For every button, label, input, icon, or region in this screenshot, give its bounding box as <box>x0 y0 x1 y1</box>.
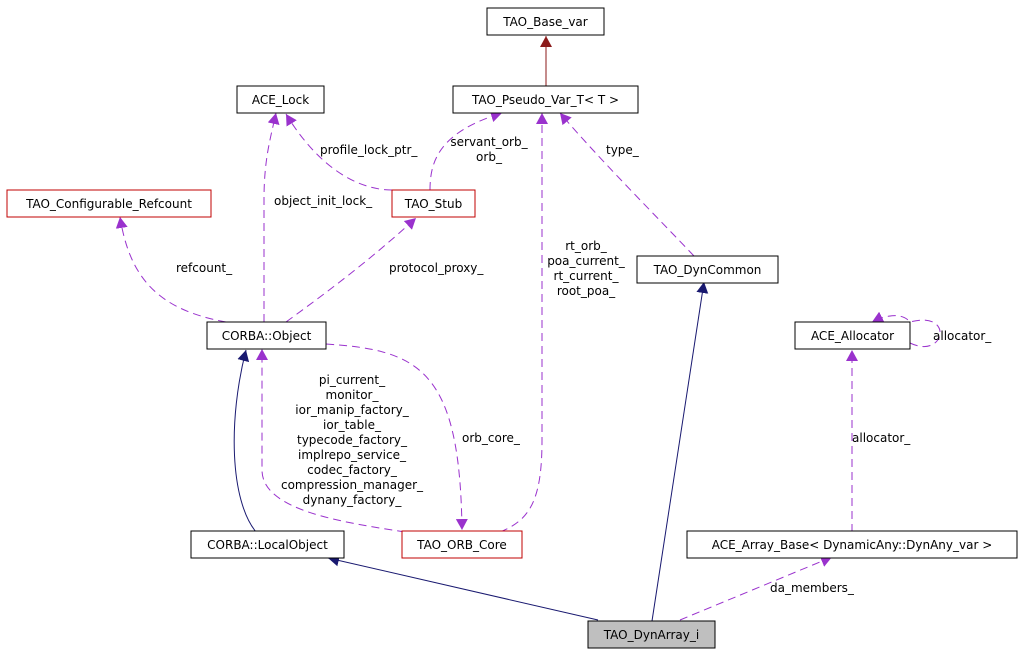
label-orb-core: orb_core_ <box>462 431 521 445</box>
node-label: ACE_Lock <box>252 93 309 107</box>
label-dynany-factory: dynany_factory_ <box>303 493 403 507</box>
node-label: ACE_Array_Base< DynamicAny::DynAny_var > <box>712 538 993 552</box>
label-servant-orb: servant_orb_ <box>450 135 528 149</box>
node-tao-pseudo-var-t[interactable]: TAO_Pseudo_Var_T< T > <box>452 85 639 114</box>
edges <box>115 36 941 622</box>
node-label: CORBA::LocalObject <box>207 538 328 552</box>
node-corba-localobject[interactable]: CORBA::LocalObject <box>190 530 345 559</box>
node-tao-base-var[interactable]: TAO_Base_var <box>486 7 605 36</box>
edge-orb-core-to-object <box>256 349 406 533</box>
edge-dyncommon-to-pseudo-var <box>559 112 695 257</box>
edge-object-to-stub <box>285 217 417 323</box>
label-rt-orb: rt_orb_ <box>565 239 608 253</box>
label-refcount: refcount_ <box>176 261 233 275</box>
edge-localobject-to-object <box>233 349 257 533</box>
node-tao-dynarray-i[interactable]: TAO_DynArray_i <box>587 620 716 649</box>
node-ace-lock[interactable]: ACE_Lock <box>236 85 325 114</box>
node-tao-configurable-refcount[interactable]: TAO_Configurable_Refcount <box>6 189 212 218</box>
label-codec-factory: codec_factory_ <box>307 463 398 477</box>
edge-orb-core-to-pseudo-var <box>499 113 548 533</box>
label-object-init-lock: object_init_lock_ <box>274 194 373 208</box>
node-label: CORBA::Object <box>222 329 312 343</box>
label-rt-current: rt_current_ <box>554 269 620 283</box>
node-label: TAO_DynArray_i <box>603 628 699 642</box>
label-compression-manager: compression_manager_ <box>281 478 424 492</box>
label-protocol-proxy: protocol_proxy_ <box>389 261 484 275</box>
label-implrepo-service: implrepo_service_ <box>298 448 407 462</box>
node-label: TAO_ORB_Core <box>416 538 507 552</box>
node-label: TAO_Base_var <box>502 15 588 29</box>
node-tao-dyncommon[interactable]: TAO_DynCommon <box>636 255 779 284</box>
node-ace-allocator[interactable]: ACE_Allocator <box>794 321 911 350</box>
label-typecode-factory: typecode_factory_ <box>297 433 408 447</box>
edge-stub-to-ace-lock <box>285 113 393 191</box>
edge-dynarray-to-dyncommon <box>651 281 709 622</box>
node-tao-stub[interactable]: TAO_Stub <box>391 189 476 218</box>
edge-labels: profile_lock_ptr_ servant_orb_ orb_ type… <box>176 135 992 595</box>
label-root-poa: root_poa_ <box>557 284 616 298</box>
node-corba-object[interactable]: CORBA::Object <box>206 321 327 350</box>
node-ace-array-base[interactable]: ACE_Array_Base< DynamicAny::DynAny_var > <box>686 530 1018 559</box>
label-allocator: allocator_ <box>852 431 911 445</box>
label-ior-table: ior_table_ <box>323 418 382 432</box>
node-label: TAO_Stub <box>404 197 462 211</box>
node-label: TAO_DynCommon <box>653 263 762 277</box>
label-ior-manip-factory: ior_manip_factory_ <box>295 403 409 417</box>
label-profile-lock-ptr: profile_lock_ptr_ <box>320 143 418 157</box>
node-tao-orb-core[interactable]: TAO_ORB_Core <box>401 530 523 559</box>
label-pi-current: pi_current_ <box>319 373 386 387</box>
node-label: TAO_Configurable_Refcount <box>25 197 192 211</box>
label-monitor: monitor_ <box>326 388 380 402</box>
edge-dynarray-to-localobject <box>327 554 599 621</box>
label-da-members: da_members_ <box>770 581 855 595</box>
edge-stub-to-pseudo-var <box>429 110 503 191</box>
label-type: type_ <box>606 143 640 157</box>
edge-object-to-orb-core <box>325 343 468 531</box>
node-label: TAO_Pseudo_Var_T< T > <box>471 93 619 107</box>
label-allocator-self: allocator_ <box>933 329 992 343</box>
edge-object-to-ace-lock <box>263 112 280 322</box>
label-orb: orb_ <box>476 150 503 164</box>
edge-dynarray-to-array-base <box>679 555 833 621</box>
node-label: ACE_Allocator <box>811 329 894 343</box>
edge-object-to-refcount <box>115 216 227 323</box>
label-poa-current: poa_current_ <box>547 254 626 268</box>
